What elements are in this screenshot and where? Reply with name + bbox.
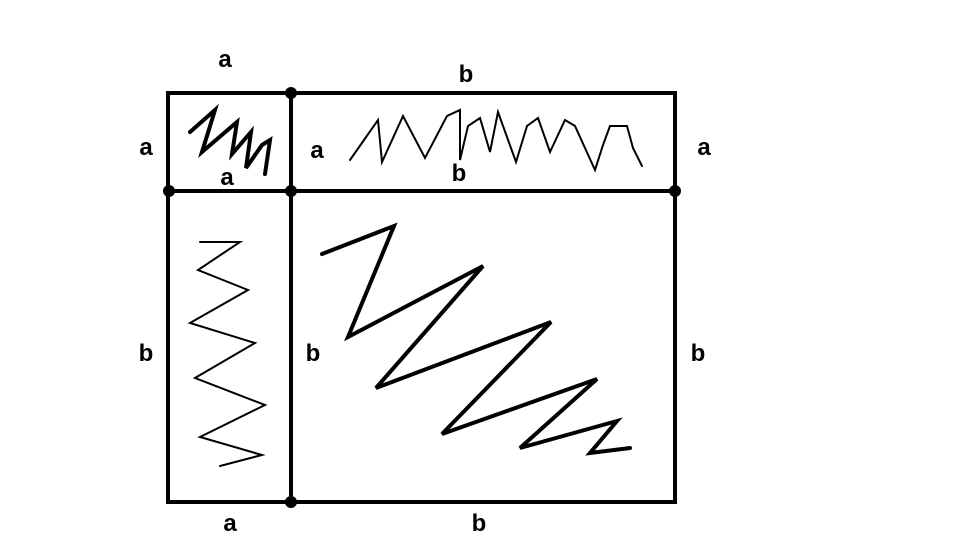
vertex-bottom-middle (285, 496, 297, 508)
label-left-lower: b (139, 340, 154, 367)
hatch-top-strip (349, 108, 643, 173)
label-small-square-bottom: a (220, 164, 234, 191)
label-strip-bottom: b (452, 160, 467, 187)
label-middle-divider-lower: b (306, 340, 321, 367)
outer-square (166, 91, 677, 504)
vertex-top-middle (285, 87, 297, 99)
label-top-left: a (218, 46, 232, 73)
vertex-center (285, 185, 297, 197)
hatch-small-square (188, 103, 273, 176)
hatch-big-square (320, 222, 632, 456)
label-bottom-left: a (223, 510, 237, 537)
vertex-right-middle (669, 185, 681, 197)
label-middle-divider-upper: a (310, 137, 324, 164)
hatch-left-strip (187, 241, 268, 467)
label-right-lower: b (691, 340, 706, 367)
vertex-left-middle (163, 185, 175, 197)
label-bottom-right: b (472, 510, 487, 537)
label-top-right: b (459, 61, 474, 88)
label-right-upper: a (697, 134, 711, 161)
label-left-upper: a (139, 134, 153, 161)
